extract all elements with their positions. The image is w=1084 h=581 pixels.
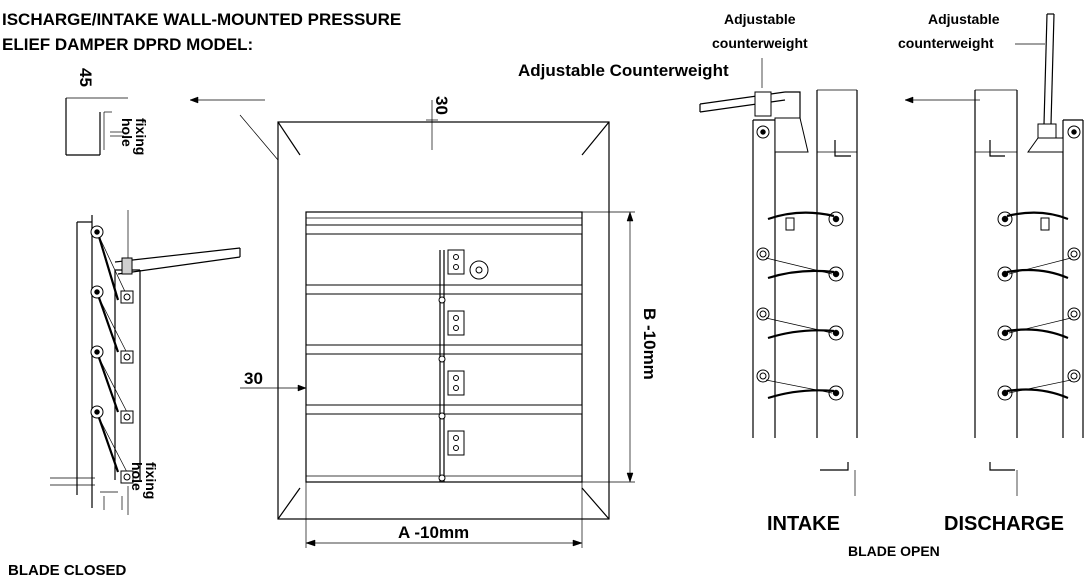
dimension-height-label: B -10mm [640, 308, 659, 380]
top-section-view: 45 fixing hole [65, 68, 149, 156]
intake-counterweight-label-2: counterweight [712, 35, 808, 51]
intake-label: INTAKE [767, 513, 840, 535]
discharge-counterweight-label-1: Adjustable [928, 11, 1000, 27]
fixing-hole-bottom-label-2: hole [129, 462, 145, 491]
blade-closed-side-view: fixing hole BLADE CLOSED [8, 210, 241, 579]
intake-counterweight-label-1: Adjustable [724, 11, 796, 27]
discharge-counterweight-label-2: counterweight [898, 35, 994, 51]
title-line-1: ISCHARGE/INTAKE WALL-MOUNTED PRESSURE [2, 10, 401, 29]
discharge-side-view: Adjustable counterweight [898, 11, 1084, 535]
title-line-2: ELIEF DAMPER DPRD MODEL: [2, 35, 253, 54]
dimension-top-flange-label: 30 [432, 96, 451, 115]
blade-open-label: BLADE OPEN [848, 543, 940, 559]
adjustable-counterweight-main-label: Adjustable Counterweight [518, 61, 729, 80]
blade-closed-label: BLADE CLOSED [8, 562, 127, 579]
dimension-left-flange-label: 30 [244, 369, 263, 388]
front-view: 30 30 B -10mm A -10mm [189, 96, 659, 548]
dimension-width-label: A -10mm [398, 523, 469, 542]
fixing-hole-top-label-1: fixing [133, 118, 149, 155]
intake-side-view: Adjustable Counterweight Adjustable coun… [518, 11, 858, 535]
dimension-depth-label: 45 [76, 68, 95, 87]
fixing-hole-bottom-label-1: fixing [143, 462, 159, 499]
discharge-label: DISCHARGE [944, 513, 1064, 535]
fixing-hole-top-label-2: hole [119, 118, 135, 147]
